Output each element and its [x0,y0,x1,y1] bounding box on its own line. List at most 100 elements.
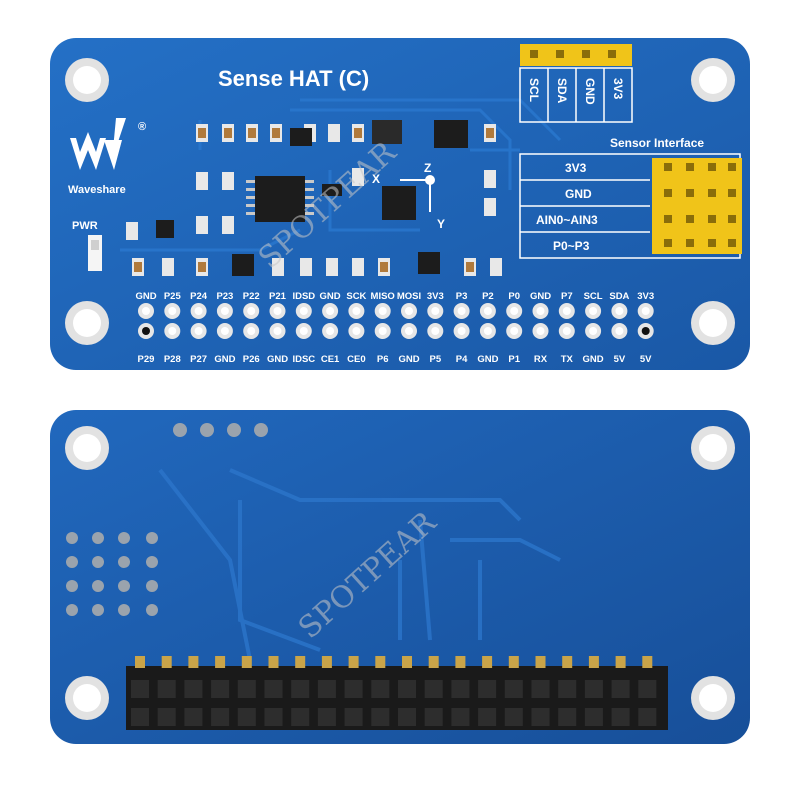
sensor-row-3v3: 3V3 [565,161,587,175]
header-pin-tip [268,656,279,668]
gpio-hole [168,307,177,315]
pin-label-bottom: GND [214,354,235,365]
header-socket [584,708,603,726]
header-pin-tip [241,656,252,668]
sensor-solder-joints [66,532,158,616]
gpio-hole [405,327,413,335]
gpio-hole [615,307,624,315]
gpio-hole [510,327,519,335]
pin-label-top: P23 [216,291,233,302]
axis-x-label: X [372,172,380,186]
brand-label: Waveshare [68,184,126,196]
gpio-hole [299,327,308,335]
pin-label-bottom: P5 [429,354,441,365]
pin-label-bottom: P26 [243,354,260,365]
pin-label-top: SDA [609,291,629,302]
pin-label-bottom: GND [477,354,498,365]
header-socket [371,680,390,698]
gpio-pads [138,303,654,339]
axis-y-label: Y [437,217,445,231]
header-socket [424,680,443,698]
gpio-hole [562,327,571,335]
pwr-label: PWR [72,220,98,232]
header-socket [211,680,230,698]
gpio-hole [483,307,492,315]
header-socket [558,708,577,726]
pin-label-top: P3 [456,291,468,302]
gpio-hole [589,327,598,335]
header-socket [611,680,630,698]
header-socket [157,680,176,698]
header-socket [264,680,283,698]
header-socket [211,708,230,726]
header-socket [451,708,470,726]
sensor-row-ain: AIN0~AIN3 [536,213,598,227]
gpio-hole [273,327,282,335]
header-socket [638,708,657,726]
pin-label-top: P22 [243,291,260,302]
pin-label-bottom: IDSC [292,354,315,365]
pin-label-bottom: P6 [377,354,389,365]
header-socket [371,708,390,726]
header-pin-tip [161,656,172,668]
gpio-hole [510,307,519,315]
header-socket [531,708,550,726]
gpio-hole [194,327,203,335]
header-socket [344,708,363,726]
header-socket [291,680,310,698]
gpio-hole [536,327,545,335]
pin-label-bottom: P4 [456,354,468,365]
top-board: Sense HAT (C) ® Waveshare PWR [50,38,750,370]
pin-label-bottom: 5V [640,354,652,365]
pin-label-top: P25 [164,291,182,302]
header-socket [344,680,363,698]
pin-label-top: P0 [508,291,520,302]
header-pin-tip [375,656,386,668]
header-pin-tip [615,656,626,668]
header-pin-tip [562,656,573,668]
gpio-hole [352,307,361,315]
gpio-hole [641,327,650,335]
pin-label-top: P7 [561,291,573,302]
header-socket [184,680,203,698]
i2c-label-scl: SCL [527,78,541,102]
gpio-hole [247,327,256,335]
bottom-board [50,410,750,744]
registered-mark: ® [138,121,146,133]
header-socket [317,708,336,726]
gpio-hole [615,327,624,335]
gpio-hole [457,327,466,335]
pin-label-bottom: GND [583,354,604,365]
i2c-header [519,44,633,123]
gpio-hole [378,327,387,335]
pin-label-top: MISO [371,291,395,302]
header-pin-tip [428,656,439,668]
header-socket [264,708,283,726]
sensor-interface-box [519,153,742,259]
pin-label-bottom: TX [561,354,574,365]
gpio-hole [431,327,440,335]
axis-z-label: Z [424,161,431,175]
pin-label-bottom: CE0 [347,354,365,365]
header-pin-tip [295,656,306,668]
pin-label-bottom: GND [398,354,419,365]
header-socket [131,708,149,726]
gpio-hole [273,307,282,315]
sensor-interface-title: Sensor Interface [610,136,704,150]
gpio-hole [142,307,150,315]
gpio-hole [220,327,229,335]
pin-label-bottom: P28 [164,354,181,365]
header-pin-tip [508,656,519,668]
pin-label-top: SCK [346,291,366,302]
gpio-hole [247,307,256,315]
components [126,120,502,276]
gpio-hole [194,307,203,315]
imu-chip [382,186,416,220]
header-socket [478,680,497,698]
header-pin-tip [588,656,599,668]
pin-label-bottom: P27 [190,354,207,365]
sensor-row-p: P0~P3 [553,239,590,253]
